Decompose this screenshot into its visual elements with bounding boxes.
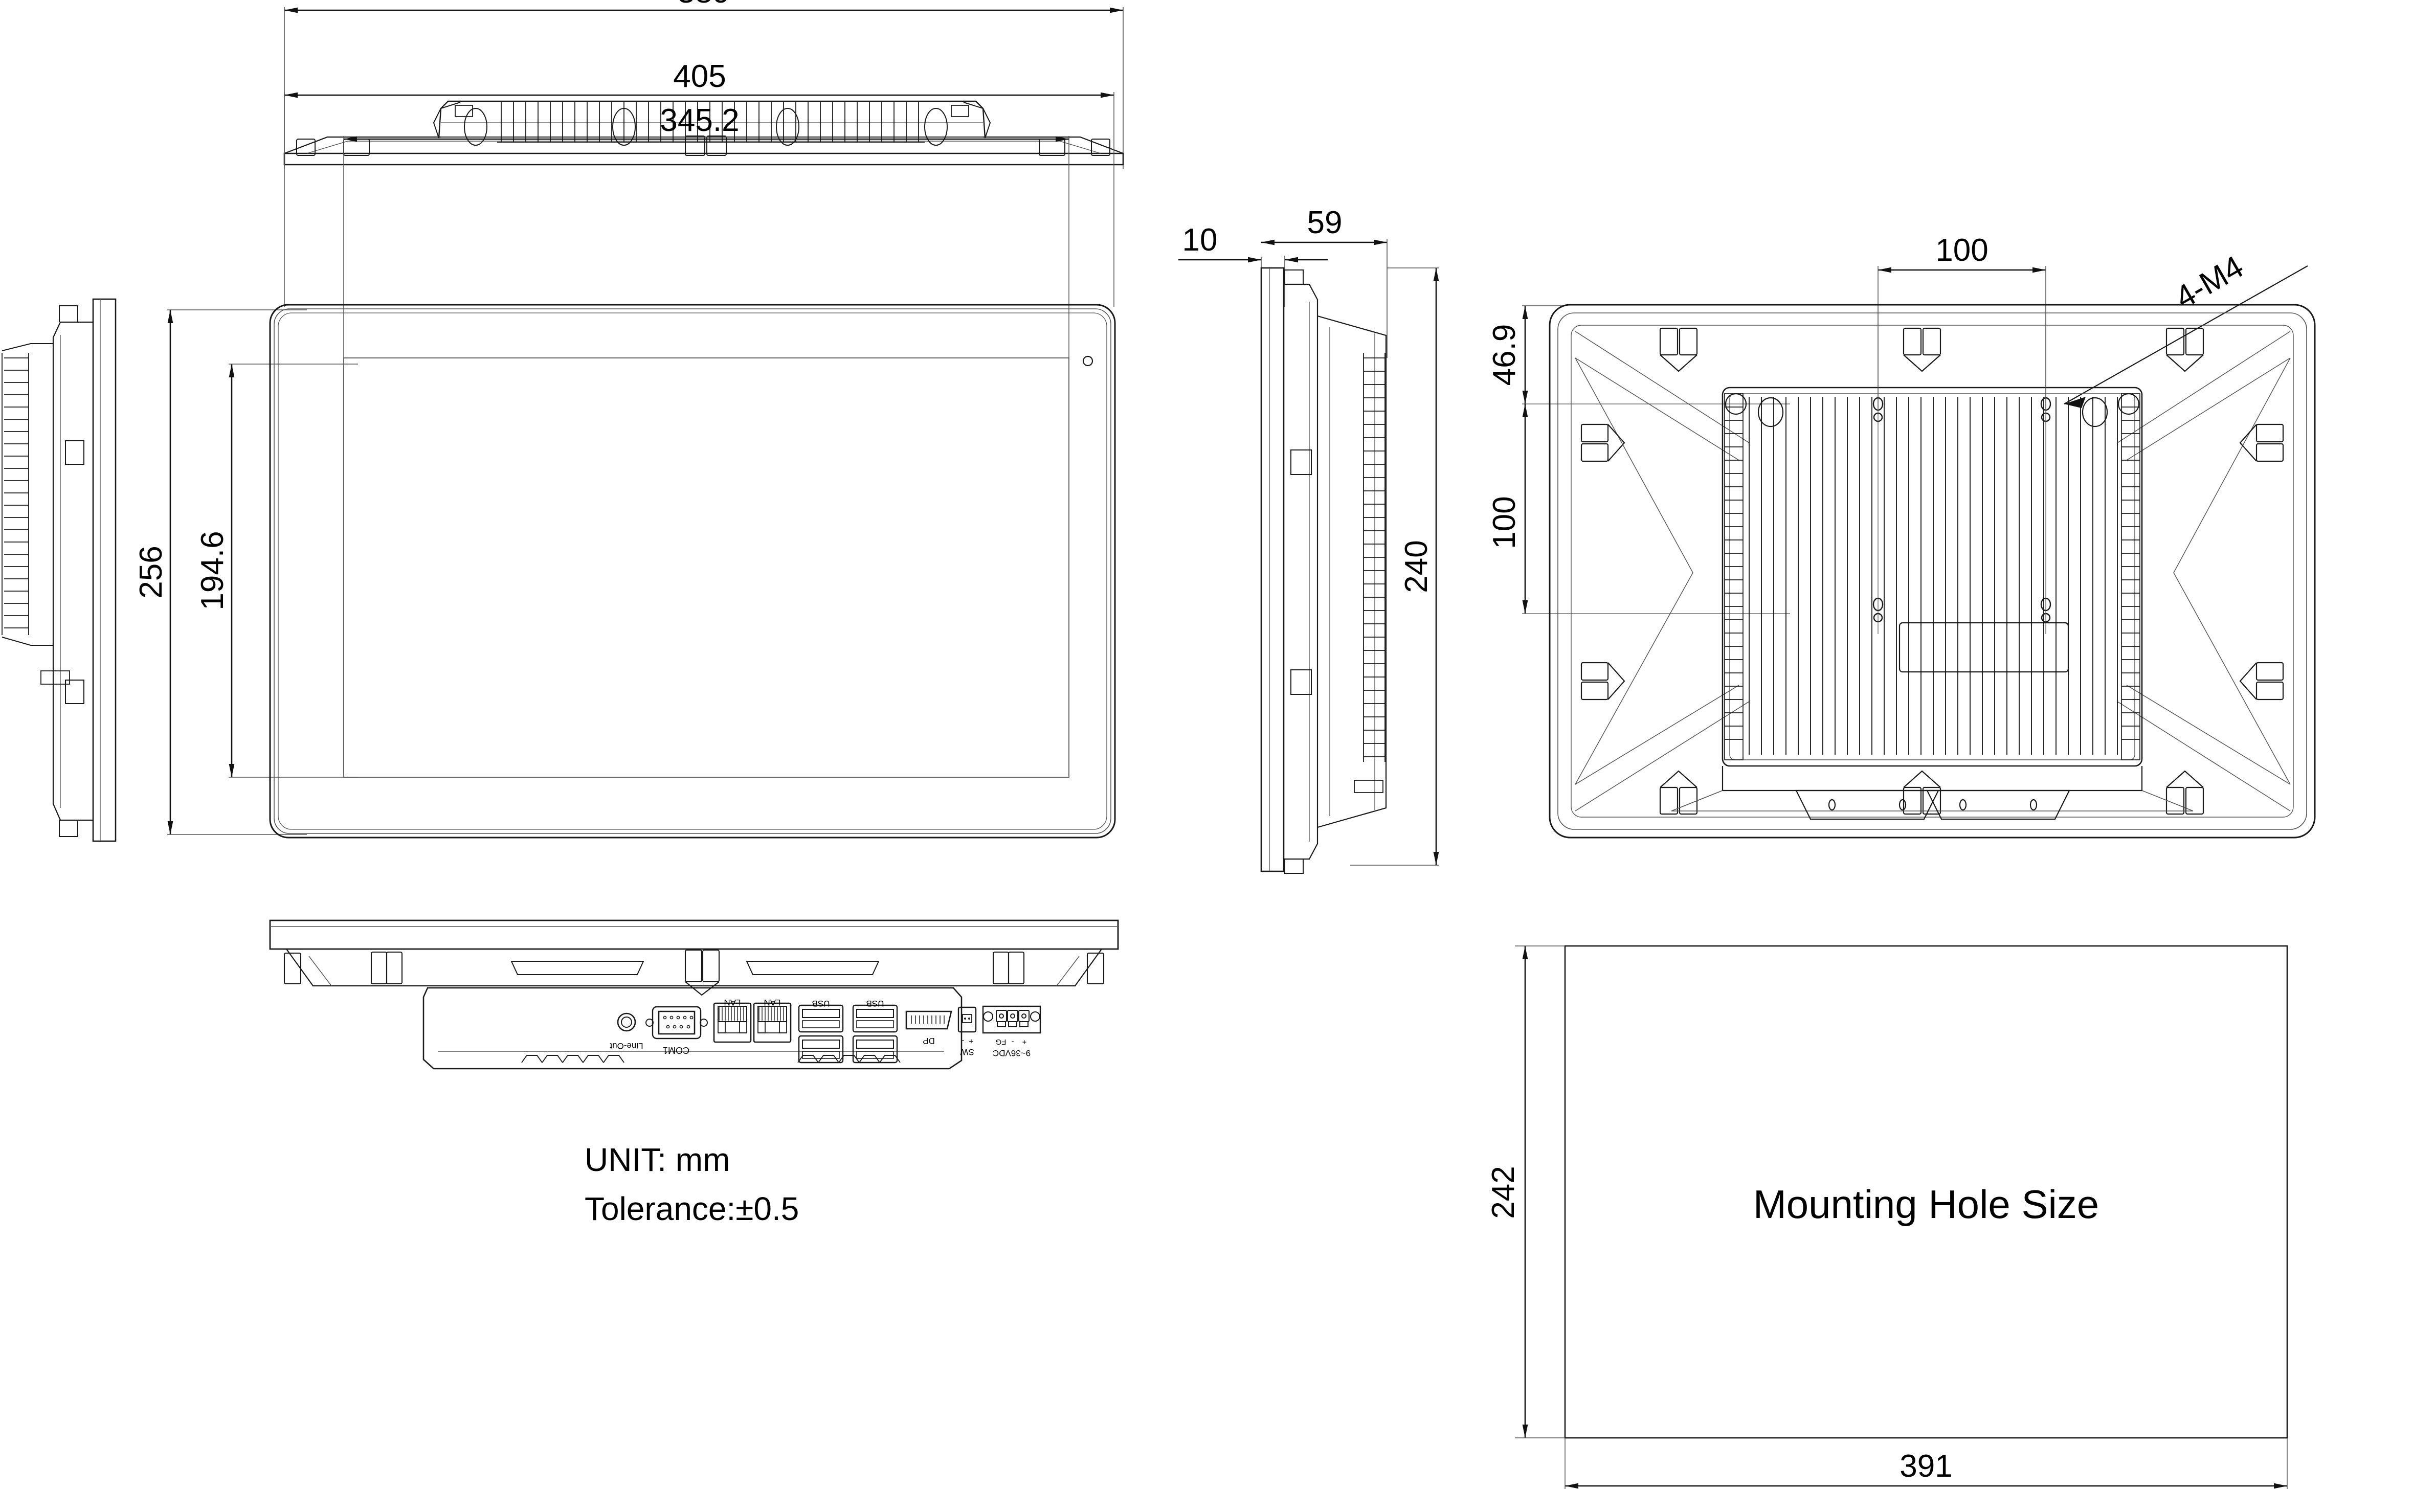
pin-label-sw-plus: + <box>969 1036 973 1045</box>
notes-block: UNIT: mm Tolerance:±0.5 <box>585 1141 799 1227</box>
port-label-usb2: USB <box>866 999 884 1008</box>
pin-label-pwr-fg: FG <box>996 1037 1007 1046</box>
dim-value-256: 256 <box>133 546 169 598</box>
port-dp: DP <box>905 1010 952 1046</box>
dim-value-345-2: 345.2 <box>660 103 739 138</box>
port-lan1: LAN <box>713 998 752 1043</box>
port-usb1: USB <box>798 999 844 1064</box>
left-section-view <box>2 298 117 842</box>
dim-side-height: 240 <box>1350 267 1439 866</box>
port-label-lan2: LAN <box>764 998 780 1007</box>
port-label-lan1: LAN <box>724 998 741 1007</box>
dim-value-46-9: 46.9 <box>1487 324 1522 386</box>
power-led-icon <box>1082 355 1093 367</box>
side-view: 10 59 240 <box>1178 205 1439 874</box>
dim-vesa-vertical: 100 <box>1487 404 1790 614</box>
dim-value-194-6: 194.6 <box>195 531 230 610</box>
pin-label-sw-minus: - <box>962 1036 964 1045</box>
port-lan2: LAN <box>753 998 792 1043</box>
dim-mounting-width: 391 <box>1565 1438 2288 1489</box>
port-label-dp: DP <box>923 1036 935 1046</box>
front-view: 405 345.2 256 194.6 <box>133 59 1116 839</box>
vesa-hole-group <box>1872 307 2051 634</box>
port-usb2: USB <box>852 999 898 1064</box>
dim-vesa-top-offset: 46.9 <box>1487 305 1790 404</box>
dim-top-width: 389 <box>284 0 1124 169</box>
port-sw: SW - + <box>957 1006 977 1057</box>
note-tolerance: Tolerance:±0.5 <box>585 1190 799 1227</box>
dim-total-depth: 59 <box>1261 205 1388 358</box>
dim-mounting-height: 242 <box>1486 945 1565 1438</box>
dim-value-100-vertical: 100 <box>1487 496 1522 549</box>
dim-front-outer-height: 256 <box>133 309 307 835</box>
dim-vesa-horizontal: 100 <box>1878 233 2046 409</box>
pin-label-pwr-plus: + <box>1022 1037 1026 1046</box>
dim-value-10: 10 <box>1182 222 1218 258</box>
rear-view: 46.9 100 100 4-M4 <box>1487 233 2316 839</box>
port-line-out: Line-Out <box>610 1012 643 1051</box>
port-com1: COM1 <box>645 1006 708 1055</box>
pin-label-pwr-minus: - <box>1012 1037 1014 1046</box>
port-label-line-out: Line-Out <box>610 1041 643 1051</box>
dim-value-389: 389 <box>677 0 730 10</box>
port-label-power: 9~36VDC <box>993 1048 1031 1058</box>
dim-value-242: 242 <box>1486 1166 1521 1218</box>
port-label-com1: COM1 <box>663 1045 689 1055</box>
dim-value-100-horizontal: 100 <box>1935 233 1988 268</box>
dim-value-59: 59 <box>1307 205 1343 240</box>
dim-front-screen-width: 345.2 <box>343 103 1069 358</box>
mounting-hole-panel: Mounting Hole Size 242 391 <box>1486 945 2288 1489</box>
bottom-io-view: Line-Out COM1 LAN LAN <box>269 919 1119 1070</box>
dim-value-240: 240 <box>1399 540 1434 593</box>
port-power: 9~36VDC FG - + <box>982 1005 1041 1058</box>
dim-front-screen-height: 194.6 <box>195 364 358 778</box>
dim-value-405: 405 <box>673 59 726 94</box>
port-label-usb1: USB <box>812 999 830 1008</box>
dim-value-391: 391 <box>1900 1449 1952 1484</box>
dim-front-outer-width: 405 <box>284 59 1114 307</box>
mounting-hole-label: Mounting Hole Size <box>1753 1182 2099 1227</box>
port-label-sw: SW <box>960 1047 974 1057</box>
note-unit: UNIT: mm <box>585 1141 730 1178</box>
